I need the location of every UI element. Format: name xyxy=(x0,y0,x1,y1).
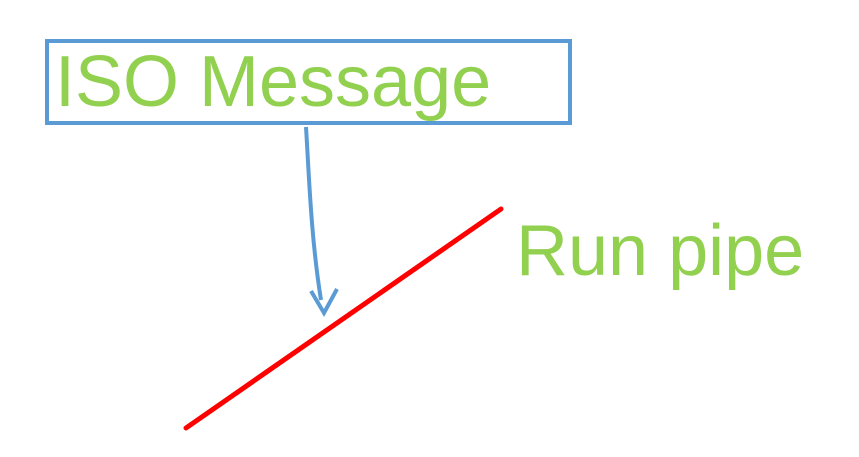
connector-arrow-line xyxy=(304,126,323,301)
connector-arrowhead-icon xyxy=(309,288,339,318)
run-pipe-line xyxy=(183,206,504,431)
run-pipe-label: Run pipe xyxy=(516,211,805,291)
iso-message-label: ISO Message xyxy=(55,42,492,122)
iso-message-box: ISO Message xyxy=(45,39,572,125)
